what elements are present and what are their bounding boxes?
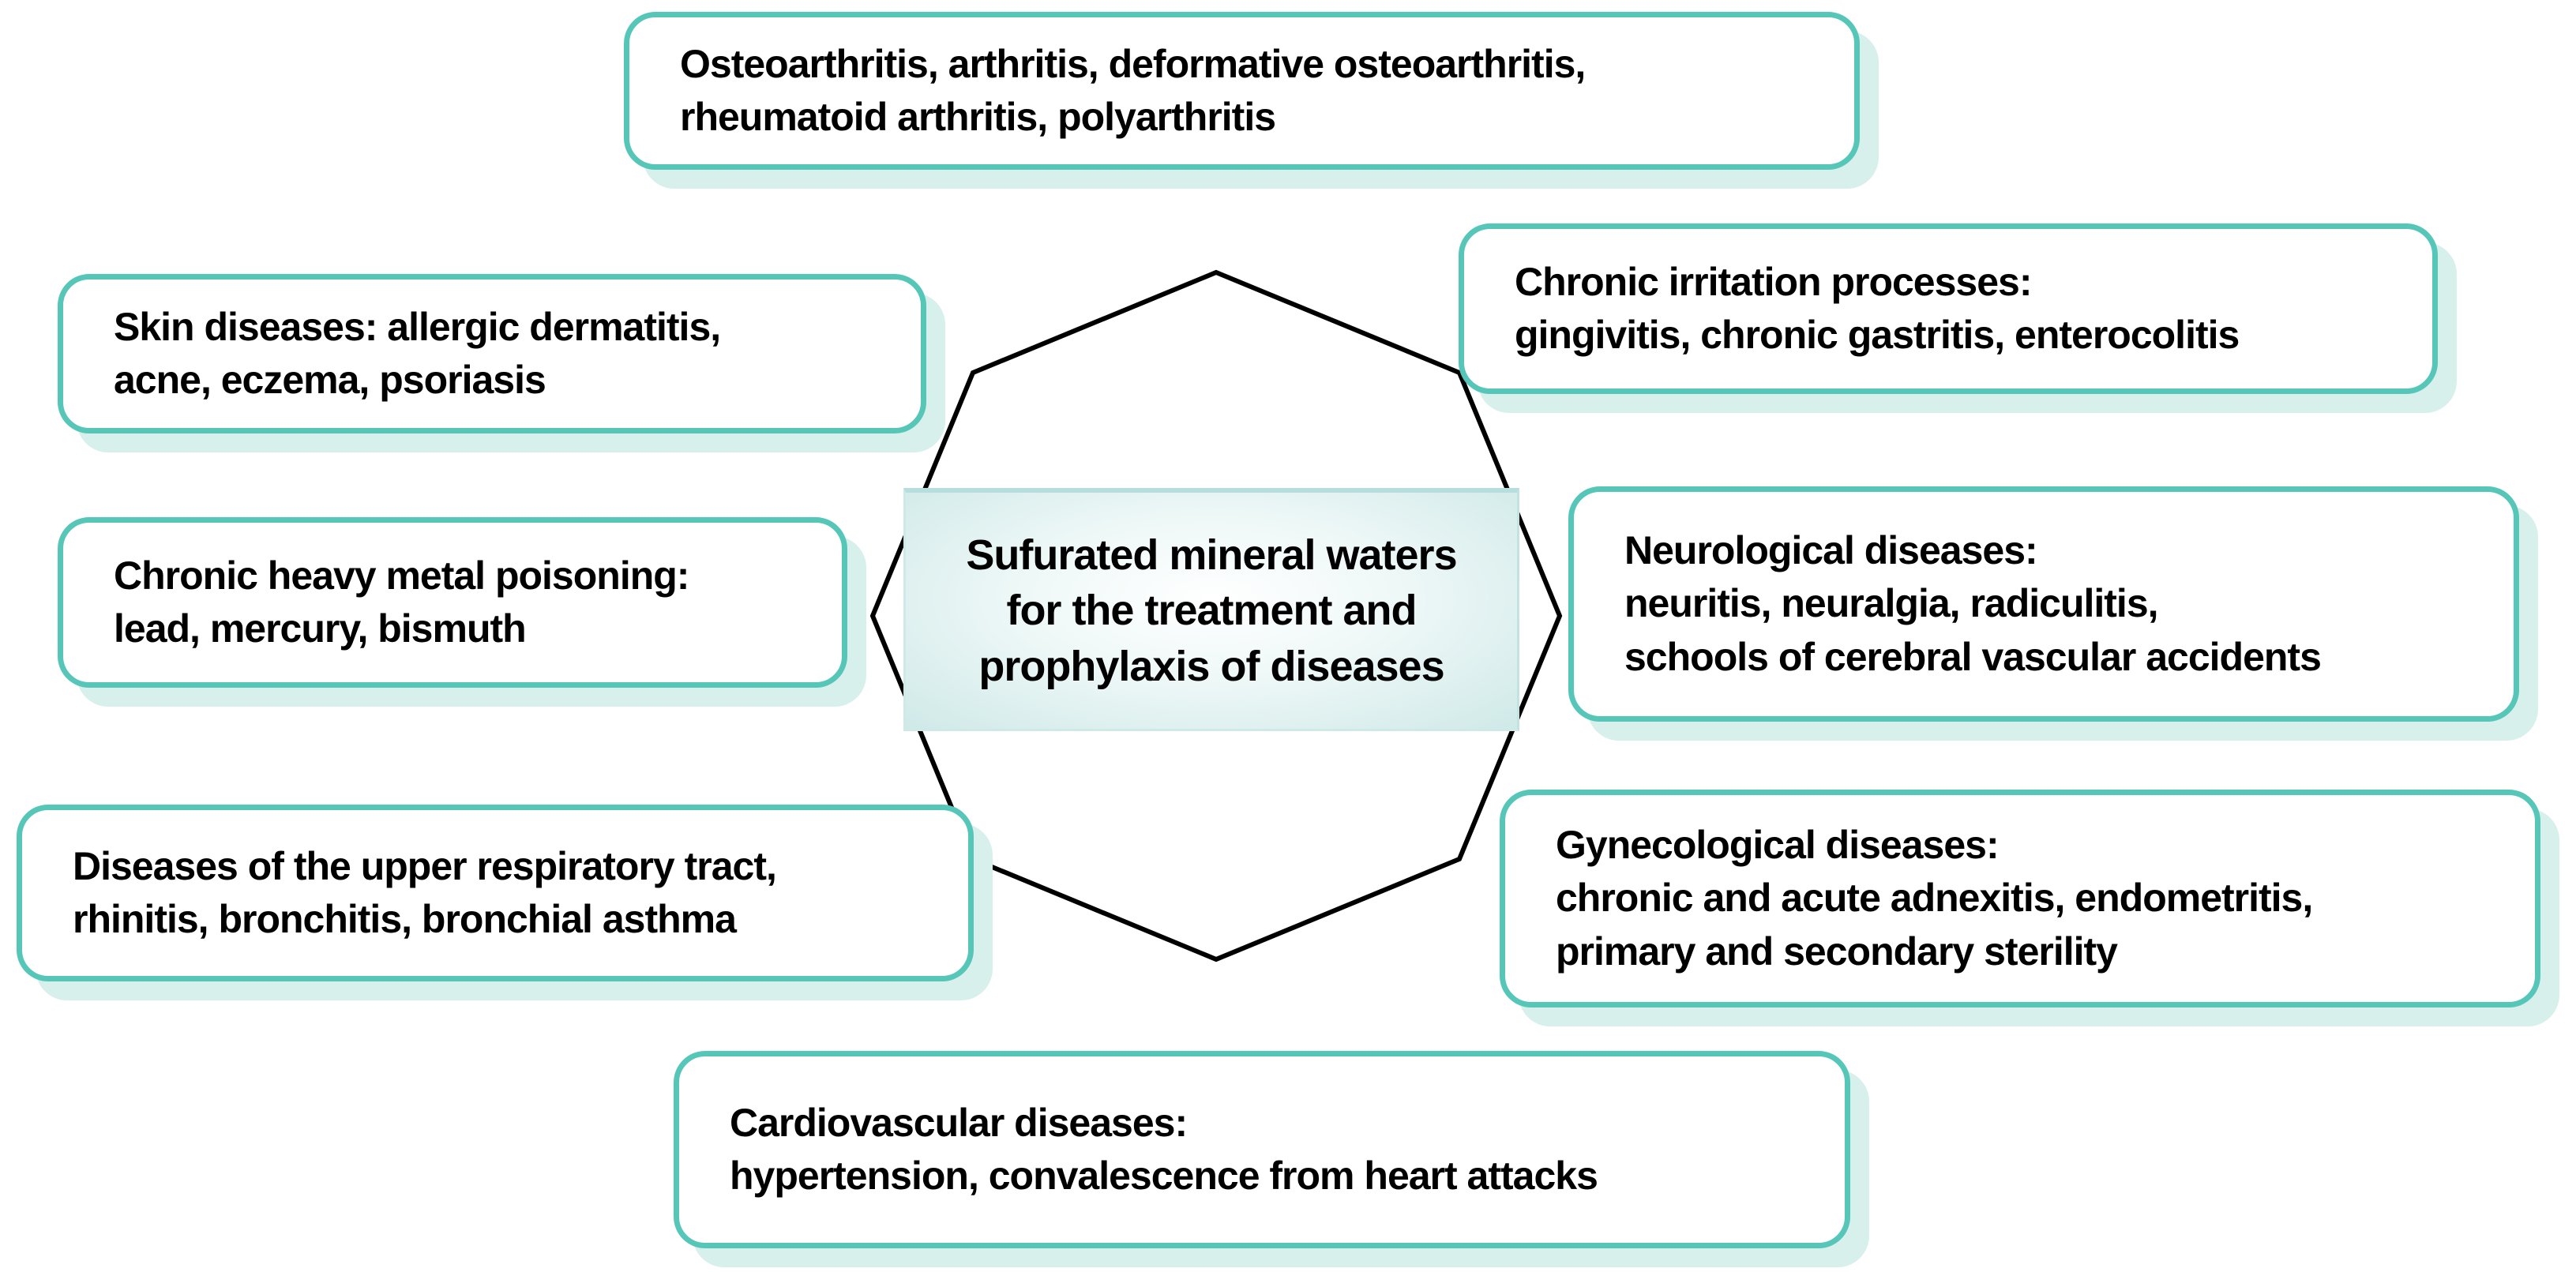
callout-osteoarthritis-text: Osteoarthritis, arthritis, deformative o… (680, 41, 1586, 140)
callout-skin-diseases: Skin diseases: allergic dermatitis, acne… (58, 274, 926, 433)
callout-heavy-metal-poisoning: Chronic heavy metal poisoning: lead, mer… (58, 517, 847, 688)
callout-chronic-irritation-text: Chronic irritation processes: gingivitis… (1515, 259, 2240, 358)
callout-cardiovascular-diseases: Cardiovascular diseases: hypertension, c… (674, 1051, 1850, 1248)
callout-neurological-diseases: Neurological diseases: neuritis, neuralg… (1568, 486, 2519, 722)
callout-skin-diseases-text: Skin diseases: allergic dermatitis, acne… (114, 304, 721, 403)
callout-chronic-irritation: Chronic irritation processes: gingivitis… (1459, 223, 2438, 394)
callout-osteoarthritis: Osteoarthritis, arthritis, deformative o… (624, 12, 1860, 170)
callout-cardiovascular-diseases-text: Cardiovascular diseases: hypertension, c… (730, 1100, 1598, 1199)
center-title-box: Sufurated mineral waters for the treatme… (903, 488, 1519, 731)
callout-heavy-metal-poisoning-text: Chronic heavy metal poisoning: lead, mer… (114, 553, 689, 651)
callout-respiratory-diseases: Diseases of the upper respiratory tract,… (17, 805, 974, 981)
octagon-shape (869, 269, 1563, 962)
callout-respiratory-diseases-text: Diseases of the upper respiratory tract,… (73, 843, 777, 942)
center-title-text: Sufurated mineral waters for the treatme… (966, 531, 1457, 690)
callout-gynecological-diseases-text: Gynecological diseases: chronic and acut… (1556, 822, 2313, 974)
callout-neurological-diseases-text: Neurological diseases: neuritis, neuralg… (1624, 527, 2322, 679)
callout-gynecological-diseases: Gynecological diseases: chronic and acut… (1500, 790, 2540, 1007)
